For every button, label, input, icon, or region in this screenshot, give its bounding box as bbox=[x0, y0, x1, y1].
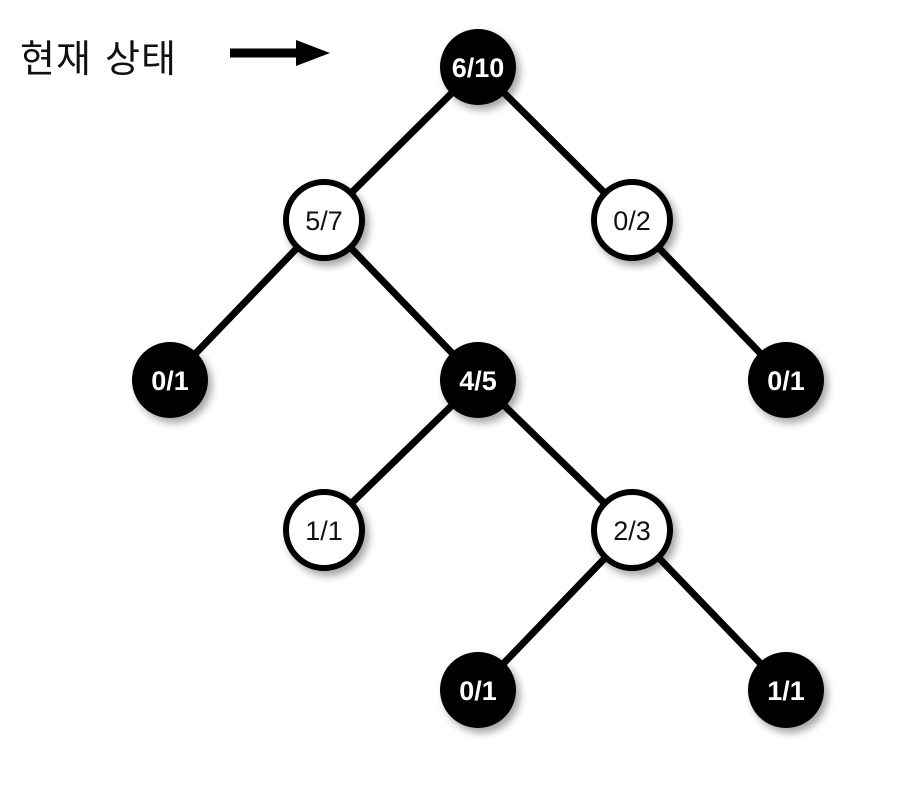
node-circle bbox=[440, 29, 516, 105]
node-circle bbox=[748, 652, 824, 728]
node-circle bbox=[440, 652, 516, 728]
node-label: 0/1 bbox=[151, 366, 189, 396]
node-label: 4/5 bbox=[459, 366, 497, 396]
node-label: 0/1 bbox=[767, 366, 805, 396]
tree-node-root: 6/10 bbox=[440, 29, 516, 105]
node-label: 1/1 bbox=[767, 676, 805, 706]
tree-nodes: 6/10 5/7 0/2 0/1 4/5 0/1 1/1 2/3 0/1 1/1 bbox=[132, 29, 824, 728]
tree-node-n-1-1-b: 1/1 bbox=[748, 652, 824, 728]
node-label: 6/10 bbox=[452, 53, 505, 83]
node-circle bbox=[283, 179, 365, 261]
tree-node-n-5-7: 5/7 bbox=[283, 179, 365, 261]
node-circle bbox=[748, 342, 824, 418]
node-circle bbox=[283, 489, 365, 571]
node-label: 0/1 bbox=[459, 676, 497, 706]
node-circle bbox=[440, 342, 516, 418]
node-label: 0/2 bbox=[613, 206, 651, 236]
node-label: 2/3 bbox=[613, 516, 651, 546]
tree-node-n-0-1-b: 0/1 bbox=[748, 342, 824, 418]
tree-node-n-1-1-a: 1/1 bbox=[283, 489, 365, 571]
node-circle bbox=[132, 342, 208, 418]
tree-node-n-2-3: 2/3 bbox=[591, 489, 673, 571]
tree-node-n-0-1-c: 0/1 bbox=[440, 652, 516, 728]
current-state-label: 현재 상태 bbox=[20, 37, 177, 81]
pointer-arrow bbox=[230, 40, 330, 66]
node-circle bbox=[591, 489, 673, 571]
node-label: 5/7 bbox=[305, 206, 343, 236]
node-circle bbox=[591, 179, 673, 261]
node-label: 1/1 bbox=[305, 516, 343, 546]
tree-node-n-0-2: 0/2 bbox=[591, 179, 673, 261]
tree-node-n-4-5: 4/5 bbox=[440, 342, 516, 418]
tree-node-n-0-1-a: 0/1 bbox=[132, 342, 208, 418]
